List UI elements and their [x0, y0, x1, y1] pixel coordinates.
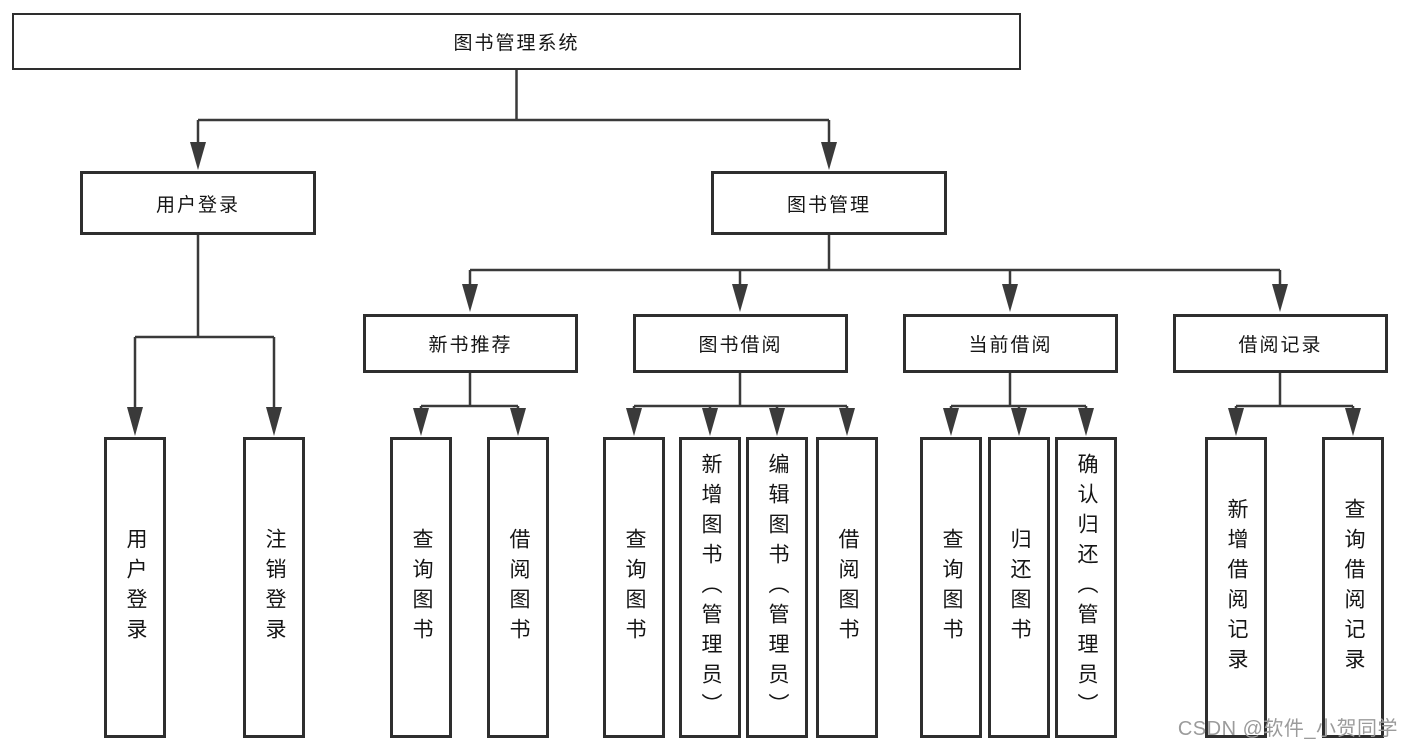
- node-current-borrow: 当前借阅: [903, 314, 1118, 373]
- connector-root-to-level2: [190, 68, 837, 170]
- leaf-records-add-record: 新增借阅记录: [1205, 437, 1267, 738]
- node-book-management: 图书管理: [711, 171, 947, 235]
- node-user-login: 用户登录: [80, 171, 316, 235]
- leaf-logout: 注销登录: [243, 437, 305, 738]
- connector-current-children: [943, 371, 1094, 436]
- connector-borrow-children: [626, 371, 855, 436]
- leaf-records-query-record: 查询借阅记录: [1322, 437, 1384, 738]
- node-new-book-recommend: 新书推荐: [363, 314, 578, 373]
- leaf-current-return-book: 归还图书: [988, 437, 1050, 738]
- connector-user-login-children: [127, 233, 282, 436]
- connector-records-children: [1228, 371, 1361, 436]
- leaf-borrow-add-book-admin: 新增图书（管理员）: [679, 437, 741, 738]
- leaf-borrow-borrow-book: 借阅图书: [816, 437, 878, 738]
- leaf-borrow-query-book: 查询图书: [603, 437, 665, 738]
- leaf-recommend-borrow-book: 借阅图书: [487, 437, 549, 738]
- csdn-watermark: CSDN @软件_小贺同学: [1177, 718, 1398, 740]
- connector-recommend-children: [413, 371, 526, 436]
- connector-book-mgmt-to-level3: [462, 233, 1288, 312]
- leaf-current-confirm-return-admin: 确认归还（管理员）: [1055, 437, 1117, 738]
- node-borrow-records: 借阅记录: [1173, 314, 1388, 373]
- leaf-recommend-query-book: 查询图书: [390, 437, 452, 738]
- node-book-borrow: 图书借阅: [633, 314, 848, 373]
- node-root-system: 图书管理系统: [12, 13, 1021, 70]
- leaf-borrow-edit-book-admin: 编辑图书（管理员）: [746, 437, 808, 738]
- leaf-current-query-book: 查询图书: [920, 437, 982, 738]
- leaf-user-login: 用户登录: [104, 437, 166, 738]
